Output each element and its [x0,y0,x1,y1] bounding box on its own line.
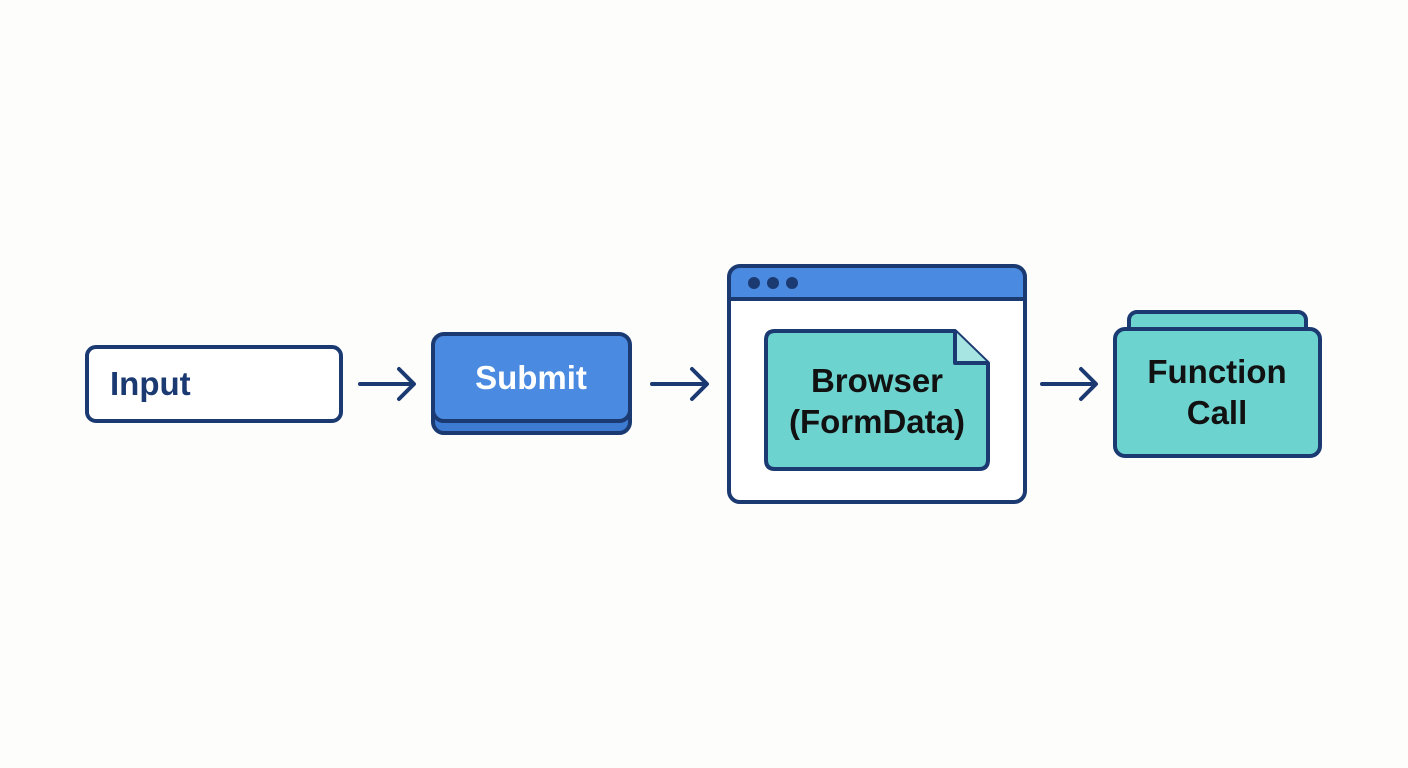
submit-button-face [431,332,632,423]
document-fold-icon [953,331,988,365]
browser-node: Browser (FormData) [727,264,1027,504]
input-box [85,345,343,423]
arrow-browser-to-function [1040,367,1098,401]
function-label-line1: Function [1147,353,1286,390]
function-card-front [1113,327,1322,458]
submit-label: Submit [475,359,587,396]
arrow-input-to-submit [358,367,416,401]
browser-window-frame [727,264,1027,504]
window-dot-icon [767,277,779,289]
window-dot-icon [786,277,798,289]
arrow-submit-to-browser [650,367,709,401]
input-node: Input [85,345,343,423]
browser-label-line1: Browser [811,362,943,399]
window-dot-icon [748,277,760,289]
function-node: Function Call [1113,310,1322,458]
submit-node: Submit [431,332,632,435]
function-label-line2: Call [1187,394,1248,431]
document-icon [764,329,990,471]
input-label: Input [110,365,191,402]
browser-label-line2: (FormData) [789,403,965,440]
